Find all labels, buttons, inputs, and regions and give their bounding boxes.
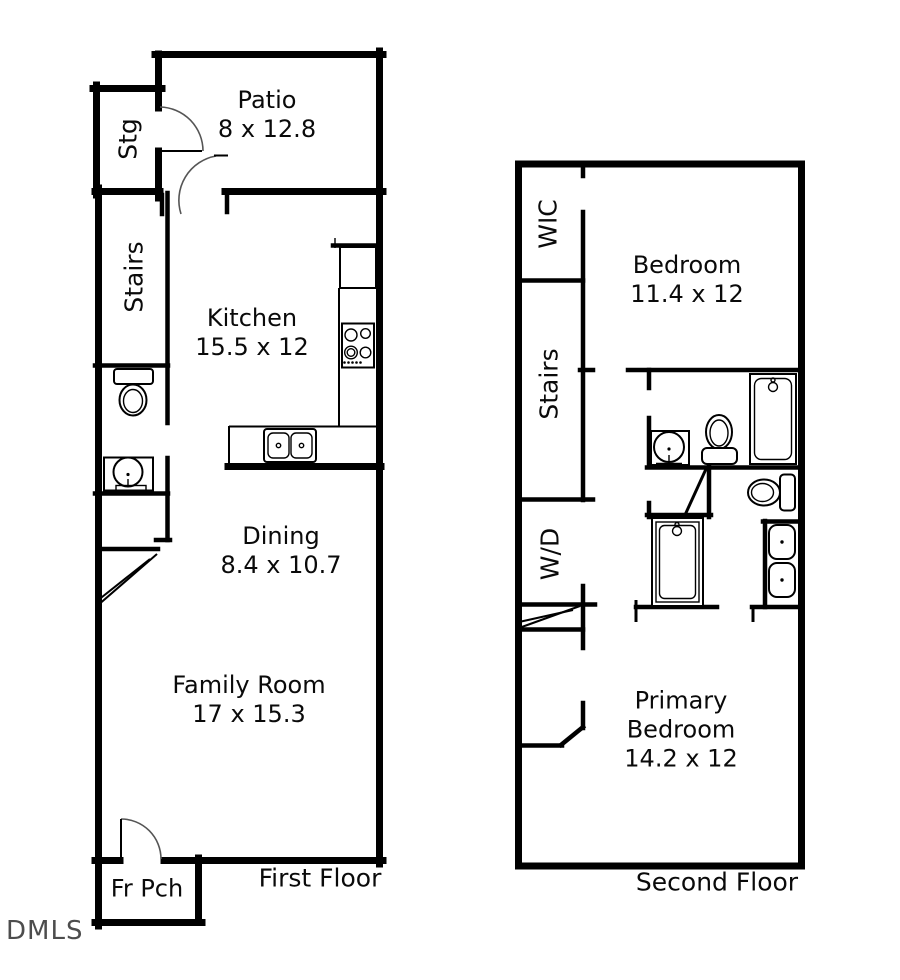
stove-icon	[341, 322, 375, 369]
room-name: Bedroom	[632, 251, 742, 279]
room-dims: 11.4 x 12	[630, 280, 744, 308]
first-floor-title: First Floor	[258, 863, 382, 893]
family-room-label: Family Room 17 x 15.3	[172, 671, 325, 729]
patio-label: Patio 8 x 12.8	[218, 86, 316, 144]
door-leaf	[683, 468, 708, 516]
room-name: WIC	[533, 199, 563, 249]
room-name: W/D	[535, 527, 565, 581]
toilet-icon	[701, 414, 738, 465]
first-floor-walls	[89, 47, 387, 930]
room-dims: 17 x 15.3	[192, 700, 306, 728]
storage-label: Stg	[114, 118, 143, 160]
shower-icon	[651, 517, 704, 607]
kitchen-counter	[228, 288, 378, 463]
bedroom-label: Bedroom 11.4 x 12	[630, 251, 743, 309]
second-floor-walls	[515, 160, 805, 870]
wic-label: WIC	[534, 199, 563, 249]
kitchen-label: Kitchen 15.5 x 12	[195, 304, 308, 362]
room-dims: 15.5 x 12	[195, 333, 309, 361]
toilet-icon	[113, 368, 154, 417]
door-arc	[178, 155, 217, 215]
double-vanity-icon	[768, 524, 796, 598]
room-name: Kitchen	[206, 304, 298, 332]
room-dims: 8.4 x 10.7	[220, 551, 342, 579]
room-name: Fr Pch	[110, 874, 184, 903]
toilet-icon	[747, 473, 796, 512]
door-arc	[159, 106, 204, 152]
washer-dryer-label: W/D	[536, 528, 565, 580]
first-floor-doors	[120, 106, 228, 860]
room-name: Dining	[242, 522, 320, 550]
room-name: Primary Bedroom	[626, 686, 736, 744]
room-name: Family Room	[172, 671, 326, 699]
half-bath-fixtures	[103, 368, 154, 492]
door-arc	[120, 818, 162, 860]
vanity-sink-icon	[650, 430, 690, 466]
second-floor-fixtures	[650, 373, 797, 607]
bathtub-icon	[749, 373, 797, 465]
room-dims: 14.2 x 12	[624, 744, 738, 773]
stairs-label-second: Stairs	[535, 348, 564, 419]
sink-icon	[103, 456, 154, 492]
kitchen-fixtures	[228, 238, 383, 463]
room-name: Stg	[113, 118, 143, 160]
dining-label: Dining 8.4 x 10.7	[220, 522, 341, 580]
refrigerator-icon	[330, 238, 383, 289]
second-floor-title: Second Floor	[635, 867, 799, 897]
stairs-label-first: Stairs	[120, 241, 149, 312]
primary-bedroom-label: Primary Bedroom 14.2 x 12	[601, 687, 761, 774]
room-name: Stairs	[534, 348, 564, 420]
kitchen-sink-icon	[263, 428, 317, 463]
dmls-watermark: DMLS	[6, 916, 84, 946]
room-name: Stairs	[119, 241, 149, 313]
room-name: Patio	[237, 86, 297, 114]
room-dims: 8 x 12.8	[217, 115, 317, 143]
front-porch-label: Fr Pch	[111, 875, 183, 904]
